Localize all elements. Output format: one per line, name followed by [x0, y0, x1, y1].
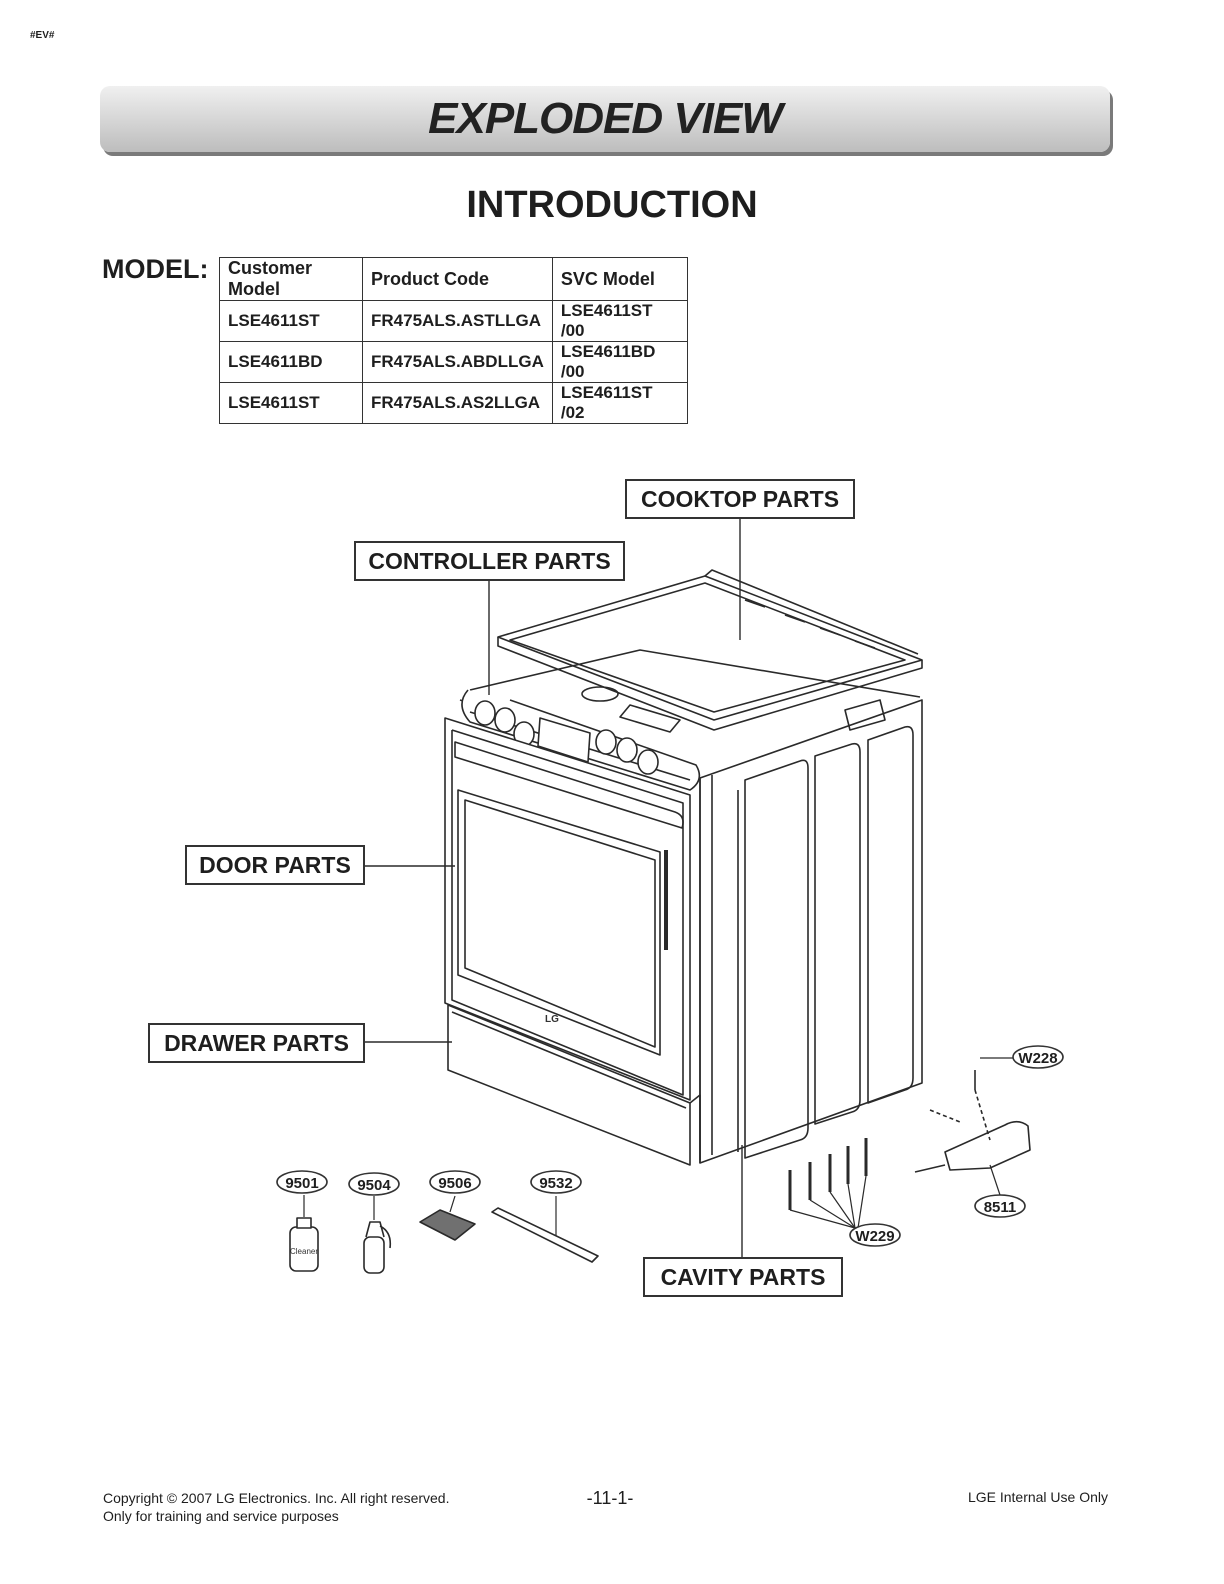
table-row: LSE4611ST FR475ALS.AS2LLGA LSE4611ST /02	[219, 382, 688, 424]
cooktop-glass	[497, 569, 923, 731]
accessory-scraper	[491, 1196, 599, 1263]
part-number-w229: W229	[855, 1228, 894, 1245]
page-number: -11-1-	[586, 1488, 634, 1508]
part-number-9501: 9501	[285, 1175, 318, 1192]
table-cell: LSE4611BD /00	[551, 341, 688, 383]
side-panel	[699, 699, 923, 1164]
oven-door	[444, 717, 691, 1101]
table-header-row: Customer Model Product Code SVC Model	[219, 257, 688, 301]
callout-drawer-parts: DRAWER PARTS	[148, 1023, 365, 1063]
part-number-w228: W228	[1018, 1050, 1057, 1067]
column-header: Product Code	[362, 257, 553, 301]
table-cell: FR475ALS.AS2LLGA	[362, 382, 553, 424]
accessory-cleaner-bottle	[289, 1195, 319, 1272]
footer-copyright: Copyright © 2007 LG Electronics. Inc. Al…	[103, 1489, 449, 1525]
callout-door-parts: DOOR PARTS	[185, 845, 365, 885]
column-header: Customer Model	[219, 257, 363, 301]
part-oval	[849, 1223, 901, 1247]
title-banner: EXPLODED VIEW	[100, 86, 1110, 152]
table-cell: LSE4611BD	[219, 341, 363, 383]
part-number-9506: 9506	[438, 1175, 471, 1192]
internal-use-notice: LGE Internal Use Only	[967, 1489, 1108, 1505]
accessory-spray-bottle	[363, 1196, 392, 1274]
lg-logo: LG	[545, 1014, 559, 1025]
model-table: Customer Model Product Code SVC Model LS…	[219, 257, 688, 424]
part-oval	[1012, 1045, 1064, 1069]
anti-tip-bracket	[914, 1057, 1031, 1196]
callout-controller-parts: CONTROLLER PARTS	[354, 541, 625, 581]
accessory-scrub-pad	[419, 1195, 476, 1241]
screws-w229	[788, 1138, 868, 1229]
part-number-8511: 8511	[984, 1199, 1017, 1216]
part-number-9532: 9532	[539, 1175, 572, 1192]
column-header: SVC Model	[551, 257, 688, 301]
table-cell: LSE4611ST /02	[551, 382, 688, 424]
table-row: LSE4611BD FR475ALS.ABDLLGA LSE4611BD /00	[219, 341, 688, 383]
copyright-text: Copyright © 2007 LG Electronics. Inc. Al…	[103, 1490, 450, 1506]
range-body	[459, 649, 921, 1163]
part-oval	[974, 1194, 1026, 1218]
callout-cooktop-parts: COOKTOP PARTS	[625, 479, 855, 519]
document-tag: #EV#	[30, 30, 55, 41]
leader-lines	[363, 517, 743, 1261]
training-notice: Only for training and service purposes	[103, 1508, 339, 1524]
model-label: MODEL:	[102, 254, 209, 284]
table-cell: LSE4611ST	[219, 382, 363, 424]
part-oval	[429, 1170, 481, 1194]
part-oval	[530, 1170, 582, 1194]
section-heading: INTRODUCTION	[466, 184, 758, 226]
table-cell: FR475ALS.ABDLLGA	[362, 341, 553, 383]
part-oval	[276, 1170, 328, 1194]
part-number-9504: 9504	[357, 1177, 391, 1194]
callout-cavity-parts: CAVITY PARTS	[643, 1257, 843, 1297]
page-title: EXPLODED VIEW	[428, 94, 783, 143]
table-cell: LSE4611ST	[219, 300, 363, 342]
storage-drawer	[447, 1004, 701, 1166]
cleaner-bottle-label: Cleaner	[290, 1247, 318, 1256]
part-oval	[348, 1172, 400, 1196]
